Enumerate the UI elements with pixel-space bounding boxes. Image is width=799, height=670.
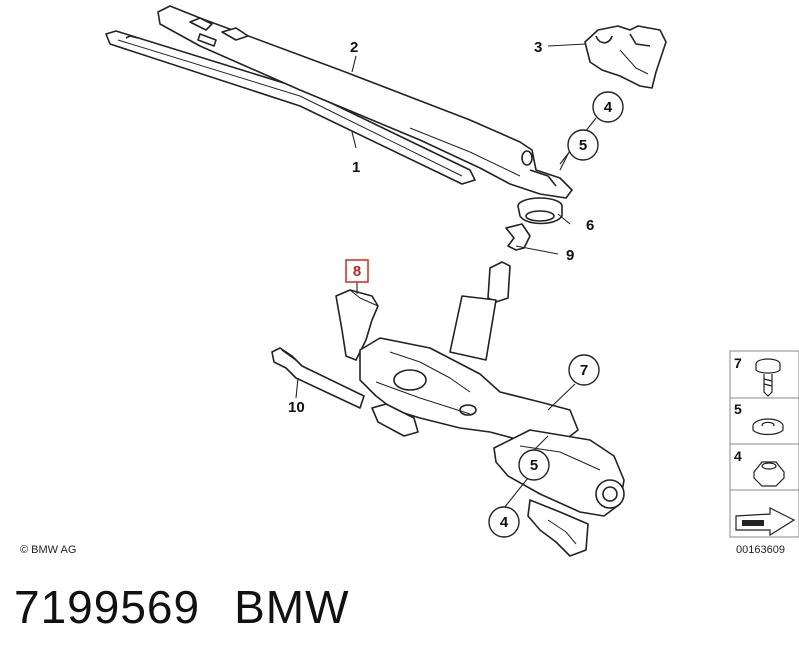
callout-2: 2 [350, 39, 358, 56]
callout-7: 7 [568, 354, 600, 386]
callout-5-bottom: 5 [518, 449, 550, 481]
callout-10: 10 [288, 399, 305, 416]
callout-3: 3 [534, 39, 542, 56]
wiper-arm[interactable] [157, 5, 573, 199]
callout-4-top: 4 [592, 91, 624, 123]
hardware-legend: 7 5 4 [729, 350, 799, 538]
washer-icon [752, 418, 784, 436]
legend-item-7: 7 [734, 355, 742, 371]
svg-text:4: 4 [604, 99, 613, 116]
copyright-text: © BMW AG [20, 544, 76, 556]
legend-item-5: 5 [734, 401, 742, 417]
cover-clip[interactable] [505, 223, 531, 251]
part-caption: 7199569 BMW [14, 580, 384, 634]
brand-name: BMW [234, 581, 350, 633]
svg-text:5: 5 [530, 457, 538, 474]
callout-8-highlighted: 8 [345, 259, 369, 283]
legend-item-4: 4 [734, 448, 742, 464]
callout-9: 9 [566, 247, 574, 264]
wiper-arm-cap[interactable] [584, 25, 667, 89]
svg-text:5: 5 [579, 137, 587, 154]
svg-text:7: 7 [580, 362, 588, 379]
grommet[interactable] [517, 197, 563, 225]
part-number: 7199569 [14, 581, 201, 633]
nut-icon [753, 461, 785, 487]
mounting-bracket[interactable] [335, 289, 379, 361]
callout-6: 6 [586, 217, 594, 234]
svg-text:4: 4 [500, 514, 509, 531]
wiper-blade[interactable] [105, 30, 476, 185]
callout-4-bottom: 4 [488, 506, 520, 538]
bolt-icon [755, 358, 781, 397]
callout-5-top: 5 [567, 129, 599, 161]
arrow-icon [735, 507, 796, 537]
spray-hose[interactable] [271, 347, 365, 409]
callout-1: 1 [352, 159, 360, 176]
svg-text:8: 8 [353, 263, 361, 280]
diagram-id: 00163609 [736, 544, 785, 556]
